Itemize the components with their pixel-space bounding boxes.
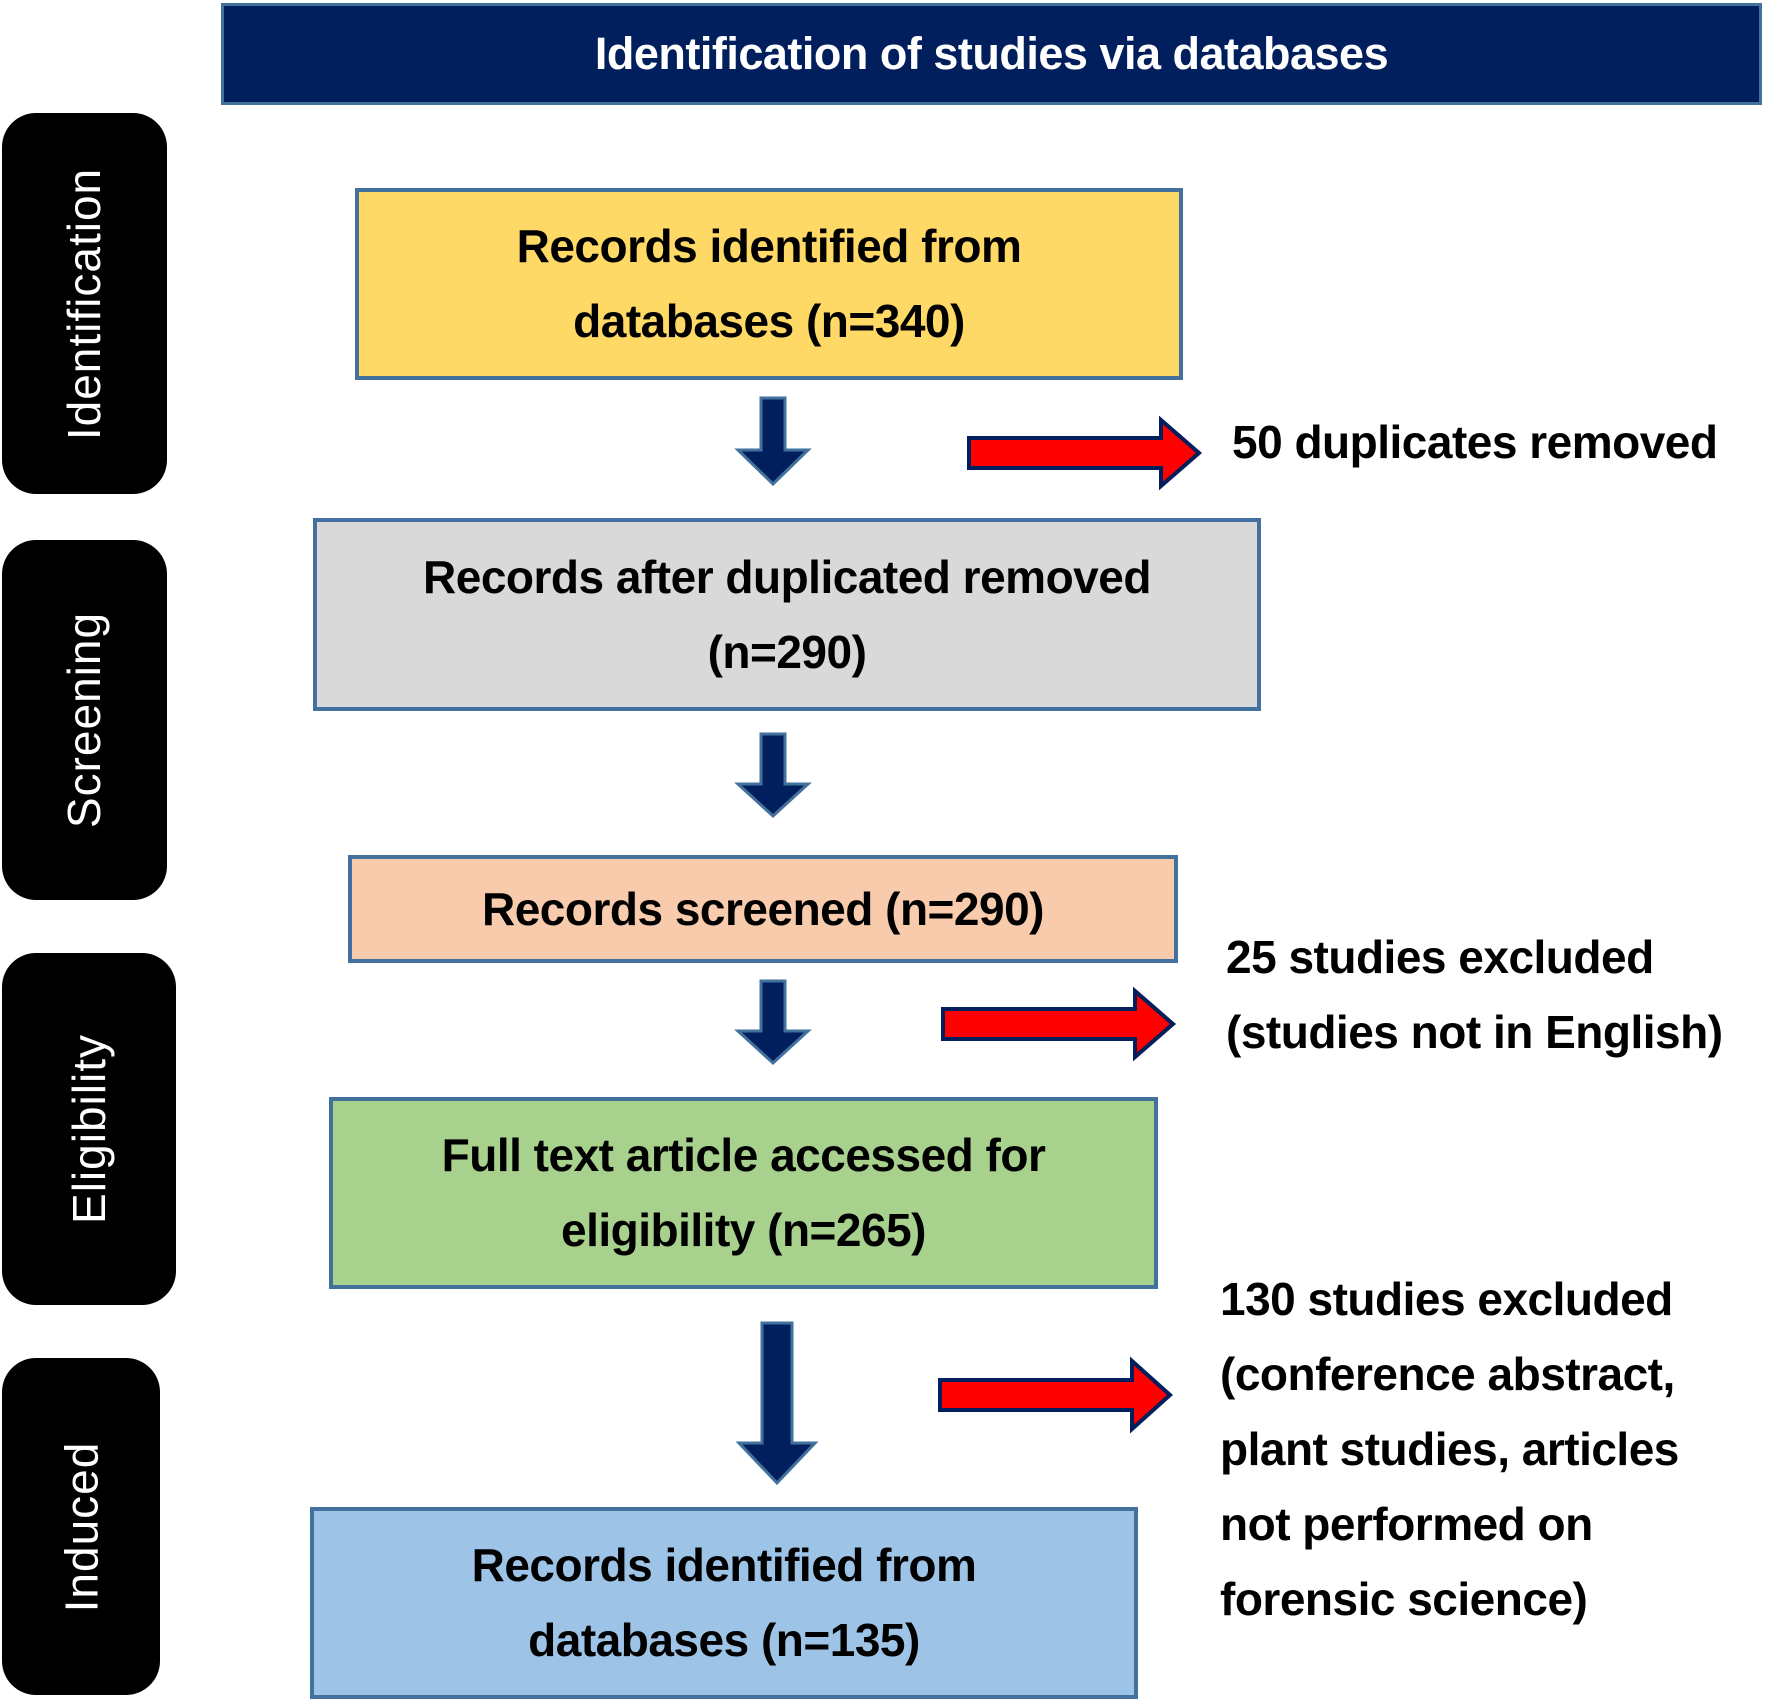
exclusion-note-duplicates: 50 duplicates removed <box>1232 405 1718 480</box>
down-arrow-icon <box>734 732 812 819</box>
down-arrow-icon <box>734 396 812 487</box>
note-line: (studies not in English) <box>1226 1006 1723 1058</box>
stage-label: Eligibility <box>63 1034 116 1224</box>
records-screened-box: Records screened (n=290) <box>348 855 1178 963</box>
full-text-eligibility-box: Full text article accessed for eligibili… <box>329 1097 1158 1289</box>
stage-identification: Identification <box>2 113 167 494</box>
box-line: Full text article accessed for <box>441 1129 1046 1181</box>
exclusion-note-other: 130 studies excluded (conference abstrac… <box>1220 1262 1679 1637</box>
exclusion-arrow-icon <box>941 986 1177 1062</box>
stage-screening: Screening <box>2 540 167 900</box>
down-arrow-icon <box>735 1321 819 1486</box>
header-title: Identification of studies via databases <box>594 28 1389 79</box>
exclusion-arrow-icon <box>967 415 1203 491</box>
note-line: plant studies, articles <box>1220 1423 1679 1475</box>
records-after-duplicates-box: Records after duplicated removed (n=290) <box>313 518 1261 711</box>
box-line: eligibility (n=265) <box>561 1204 927 1256</box>
box-line: Records screened (n=290) <box>482 882 1045 935</box>
stage-label: Identification <box>58 167 111 440</box>
exclusion-arrow-icon <box>938 1356 1173 1434</box>
stage-induced: Induced <box>2 1358 160 1695</box>
box-line: Records identified from <box>516 220 1022 272</box>
header-banner: Identification of studies via databases <box>221 3 1762 105</box>
note-line: not performed on <box>1220 1498 1593 1550</box>
stage-eligibility: Eligibility <box>2 953 176 1305</box>
box-line: Records after duplicated removed <box>423 550 1151 603</box>
box-line: databases (n=340) <box>573 295 965 347</box>
stage-label: Screening <box>58 611 111 829</box>
exclusion-note-language: 25 studies excluded (studies not in Engl… <box>1226 920 1723 1070</box>
down-arrow-icon <box>734 979 812 1066</box>
note-line: 130 studies excluded <box>1220 1273 1673 1325</box>
note-line: forensic science) <box>1220 1573 1588 1625</box>
note-line: (conference abstract, <box>1220 1348 1675 1400</box>
records-identified-box: Records identified from databases (n=340… <box>355 188 1183 380</box>
box-line: databases (n=135) <box>528 1614 920 1666</box>
stage-label: Induced <box>55 1441 108 1612</box>
box-line: Records identified from <box>471 1539 977 1591</box>
records-included-box: Records identified from databases (n=135… <box>310 1507 1138 1699</box>
note-line: 50 duplicates removed <box>1232 416 1718 468</box>
box-line: (n=290) <box>707 625 867 678</box>
note-line: 25 studies excluded <box>1226 931 1654 983</box>
